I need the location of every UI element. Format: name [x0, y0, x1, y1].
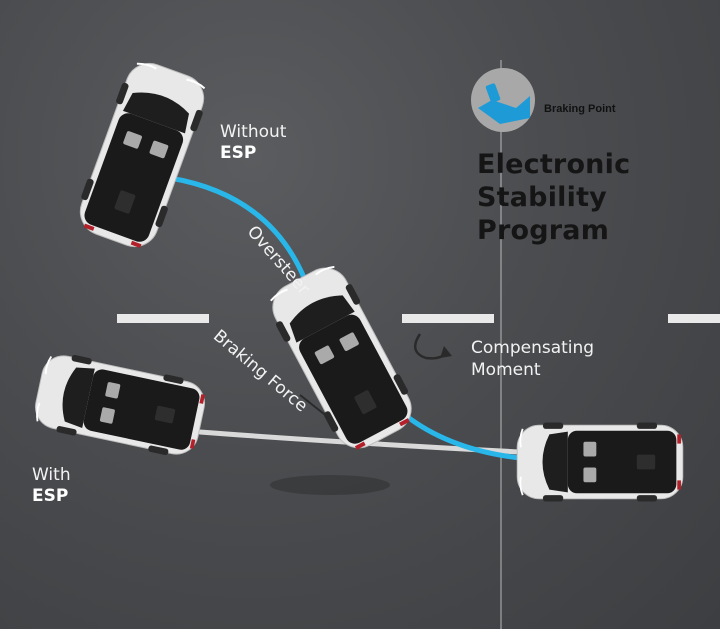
- label-without: Without: [220, 122, 287, 142]
- label-compensating: Compensating: [471, 338, 595, 358]
- lane-marking: [668, 314, 720, 323]
- brake-pedal-icon: [478, 83, 530, 124]
- label-with: With: [32, 465, 71, 485]
- title-line-3: Program: [477, 215, 610, 246]
- car-oversteer: [260, 257, 424, 459]
- path-without-esp-continued: [402, 412, 523, 461]
- brand-logo: [471, 68, 535, 132]
- compensating-moment-arrowhead: [440, 346, 452, 358]
- lane-marking: [117, 314, 209, 323]
- car-without-esp: [69, 54, 215, 256]
- title-line-1: Electronic: [477, 149, 631, 180]
- car-exit: [516, 421, 684, 503]
- title-line-2: Stability: [477, 182, 607, 213]
- brand-name: Braking Point: [544, 103, 616, 115]
- label-moment: Moment: [471, 360, 541, 380]
- label-with-esp: ESP: [32, 486, 69, 506]
- lane-marking: [402, 314, 494, 323]
- car-with-esp: [29, 348, 211, 462]
- label-without-esp: ESP: [220, 143, 257, 163]
- path-without-esp: [167, 175, 308, 283]
- car-shadow: [270, 475, 390, 495]
